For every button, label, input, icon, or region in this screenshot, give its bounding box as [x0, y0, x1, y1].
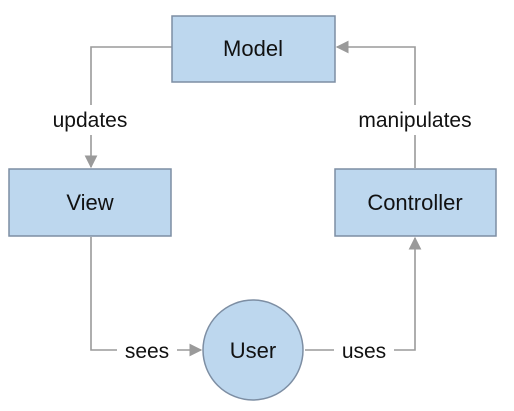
- edge-sees-line: [90, 237, 203, 357]
- edge-uses-line: [305, 236, 422, 351]
- edge-updates-label-bg: [44, 105, 136, 135]
- node-user-label: User: [230, 338, 276, 363]
- edge-updates: updates: [44, 46, 172, 169]
- node-view-label: View: [66, 190, 113, 215]
- node-user: User: [202, 299, 304, 401]
- edge-updates-label: updates: [53, 109, 128, 132]
- node-controller-label: Controller: [367, 190, 462, 215]
- node-model-box: [171, 15, 336, 83]
- edge-manipulates: manipulates: [335, 40, 482, 168]
- edge-manipulates-label-bg: [348, 105, 482, 135]
- node-model-label: Model: [223, 36, 283, 61]
- edge-uses-label: uses: [342, 340, 386, 363]
- edge-manipulates-label: manipulates: [358, 109, 471, 132]
- node-view: View: [8, 168, 172, 237]
- node-controller: Controller: [334, 168, 497, 237]
- edge-uses: uses: [305, 236, 422, 364]
- edge-uses-label-bg: [334, 336, 394, 364]
- node-model: Model: [171, 15, 336, 83]
- edge-sees-label: sees: [125, 340, 169, 363]
- node-view-box: [8, 168, 172, 237]
- edge-sees: sees: [90, 237, 203, 364]
- node-user-circle: [202, 299, 304, 401]
- edge-sees-label-bg: [117, 336, 177, 364]
- node-controller-box: [334, 168, 497, 237]
